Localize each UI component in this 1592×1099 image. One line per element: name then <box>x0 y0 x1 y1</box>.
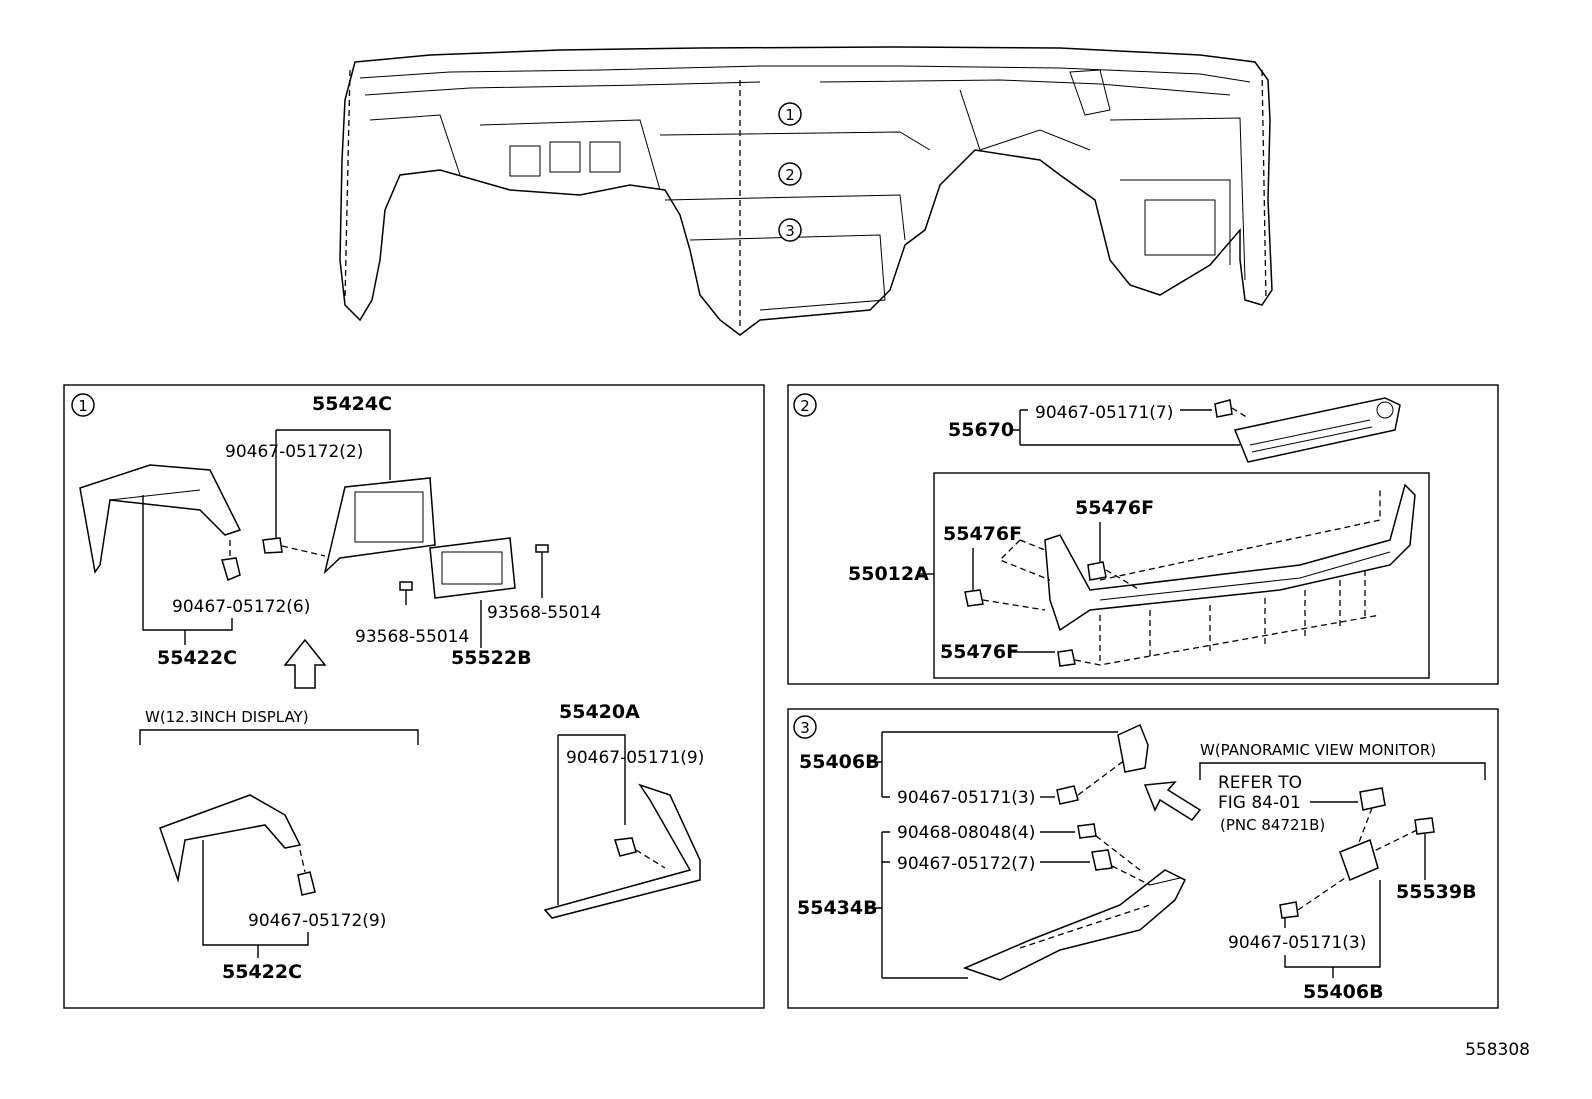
screw-right <box>535 544 549 553</box>
label-90467-05171-9: 90467-05171(9) <box>566 748 704 768</box>
label-90467-05172-9: 90467-05172(9) <box>248 911 386 931</box>
label-90467-05171-3-top: 90467-05171(3) <box>897 788 1035 808</box>
panel-1-frame <box>63 384 765 1009</box>
callout-3: 3 <box>785 222 795 240</box>
label-55406B-top: 55406B <box>799 751 880 773</box>
dash-garnish <box>1044 483 1416 632</box>
label-90467-05172-7: 90467-05172(7) <box>897 854 1035 874</box>
label-55476F-top: 55476F <box>1075 497 1154 519</box>
label-90467-05171-7: 90467-05171(7) <box>1035 403 1173 423</box>
clip-trim <box>614 837 637 857</box>
lower-trim-55434B <box>962 869 1187 981</box>
callout-markers: 1 2 3 <box>778 102 802 242</box>
clip-55476F-bottom <box>1057 649 1076 667</box>
label-93568-left: 93568-55014 <box>355 627 469 647</box>
hood-cover-upper <box>79 464 242 574</box>
label-55424C: 55424C <box>312 393 392 415</box>
callout-1: 1 <box>785 106 795 124</box>
label-55539B: 55539B <box>1396 881 1477 903</box>
label-55522B: 55522B <box>451 647 532 669</box>
cover-55406B <box>1117 723 1149 773</box>
panel-3-frame <box>787 708 1499 1009</box>
clip-55406B-top <box>1056 785 1079 805</box>
camera-connector <box>1359 787 1386 811</box>
screw-left <box>399 581 413 591</box>
label-refer-to: REFER TO <box>1218 773 1302 793</box>
label-55670: 55670 <box>948 419 1014 441</box>
side-trim <box>543 783 701 919</box>
label-fig-84-01: FIG 84-01 <box>1218 793 1301 813</box>
panel-2-frame <box>787 384 1499 685</box>
label-90468-08048-4: 90468-08048(4) <box>897 823 1035 843</box>
label-90467-05172-6: 90467-05172(6) <box>172 597 310 617</box>
label-variant-12-3: W(12.3INCH DISPLAY) <box>145 708 309 726</box>
label-55476F-left: 55476F <box>943 523 1022 545</box>
label-93568-right: 93568-55014 <box>487 603 601 623</box>
clip-90467-05172-7 <box>1091 849 1113 871</box>
clip-lower <box>297 871 316 896</box>
label-55476F-bottom: 55476F <box>940 641 1019 663</box>
callout-2: 2 <box>785 166 795 184</box>
label-55434B: 55434B <box>797 897 878 919</box>
clip-upper <box>221 557 241 582</box>
panel-2-marker: 2 <box>800 397 810 415</box>
clip-bezel <box>262 537 283 554</box>
label-55012A: 55012A <box>848 563 929 585</box>
air-vent <box>1233 397 1401 463</box>
clip-55539B <box>1414 817 1435 835</box>
label-55420A: 55420A <box>559 701 640 723</box>
panel-3: 3 55406B 90467-05171(3) 90468-08048(4) 9… <box>787 708 1499 1009</box>
display-bezel <box>323 477 436 575</box>
label-55422C-top: 55422C <box>157 647 237 669</box>
panel-2: 2 55670 90467-05171(7) 55012A 55476F 554… <box>787 384 1499 685</box>
label-55422C-bottom: 55422C <box>222 961 302 983</box>
panel-3-marker: 3 <box>800 719 810 737</box>
clip-55476F-top <box>1087 561 1107 581</box>
panel-1-marker: 1 <box>78 397 88 415</box>
label-pnc-84721b: (PNC 84721B) <box>1220 816 1325 834</box>
bracket-55406B <box>1339 838 1379 882</box>
clip-vent <box>1214 399 1233 418</box>
arrow-up-icon <box>283 638 327 689</box>
panel-1: 1 55424C 90467-05172(2) 90467-05172(6) 5… <box>63 384 765 1009</box>
clip-90468 <box>1077 823 1097 839</box>
display-panel <box>429 537 516 599</box>
label-90467-05171-3-bottom: 90467-05171(3) <box>1228 933 1366 953</box>
arrow-diagonal-icon <box>1143 781 1202 821</box>
label-variant-pvm: W(PANORAMIC VIEW MONITOR) <box>1200 741 1436 759</box>
clip-55406B-bottom <box>1279 901 1299 919</box>
panel-2-inner-frame <box>933 472 1430 679</box>
label-90467-05172-2: 90467-05172(2) <box>225 442 363 462</box>
hood-cover-lower <box>159 794 302 883</box>
clip-55476F-left <box>964 589 984 607</box>
label-55406B-bottom: 55406B <box>1303 981 1384 1003</box>
instrument-panel-assembly <box>339 46 1273 336</box>
diagram-id: 558308 <box>1465 1040 1530 1060</box>
